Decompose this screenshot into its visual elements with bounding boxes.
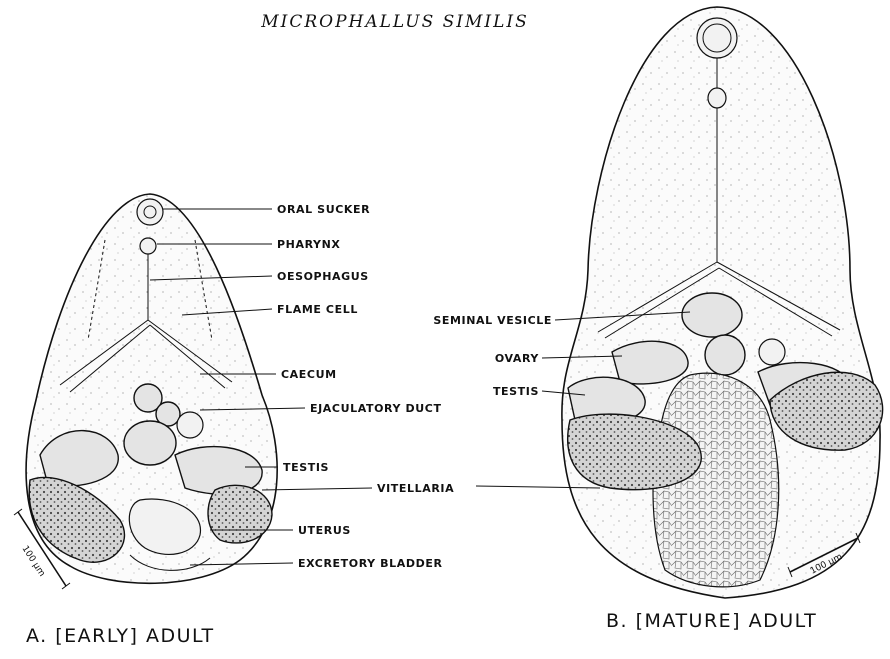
vitellaria-right-a xyxy=(208,485,272,543)
label-oesophagus: OESOPHAGUS xyxy=(277,270,369,283)
label-testis-b: TESTIS xyxy=(493,385,539,398)
label-testis-a: TESTIS xyxy=(283,461,329,474)
label-flame-cell: FLAME CELL xyxy=(277,303,358,316)
label-uterus: UTERUS xyxy=(298,524,351,537)
seminal-vesicle-b xyxy=(682,293,742,337)
label-ovary: OVARY xyxy=(495,352,540,365)
label-vitellaria: VITELLARIA xyxy=(377,482,454,495)
caption-a: A. [EARLY] ADULT xyxy=(26,625,215,647)
pharynx-b xyxy=(708,88,726,108)
figure-a-labels: ORAL SUCKER PHARYNX OESOPHAGUS FLAME CEL… xyxy=(277,203,454,570)
label-pharynx: PHARYNX xyxy=(277,238,341,251)
label-oral-sucker: ORAL SUCKER xyxy=(277,203,370,216)
label-ejaculatory-duct: EJACULATORY DUCT xyxy=(310,402,442,415)
figure-a-drawing xyxy=(26,194,277,583)
oral-sucker-a xyxy=(137,199,163,225)
ovary-b xyxy=(612,341,688,384)
label-seminal-vesicle: SEMINAL VESICLE xyxy=(433,314,552,327)
caption-b: B. [MATURE] ADULT xyxy=(606,610,817,632)
figure-b-drawing xyxy=(562,7,883,598)
figure-b-labels: SEMINAL VESICLE OVARY TESTIS xyxy=(433,314,552,398)
ejaculatory-duct-a xyxy=(177,412,203,438)
label-excretory-bladder: EXCRETORY BLADDER xyxy=(298,557,443,570)
figure-title: MICROPHALLUS SIMILIS xyxy=(260,12,529,32)
pharynx-a xyxy=(140,238,156,254)
label-caecum: CAECUM xyxy=(281,368,337,381)
